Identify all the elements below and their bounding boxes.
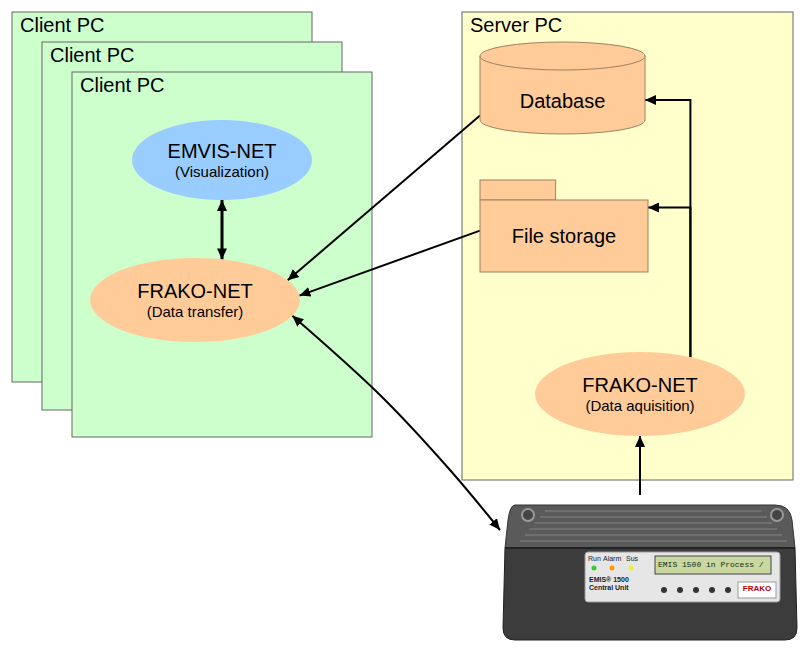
pc-panel: Client PC	[42, 42, 342, 410]
led-label: Alarm	[603, 555, 625, 563]
node-subtitle: (Visualization)	[175, 163, 269, 180]
node-title: EMVIS-NET	[168, 140, 277, 163]
cylinder-top	[480, 42, 645, 70]
central-unit: EMIS 1500 in Process /	[500, 495, 790, 645]
central-unit-illustration	[503, 505, 797, 640]
cooling-fins	[520, 511, 787, 541]
led	[592, 566, 597, 571]
data-flow-arrow	[299, 231, 480, 296]
node-title: FRAKO-NET	[582, 374, 698, 397]
data-flow-arrow	[221, 200, 224, 259]
software-ellipse: EMVIS-NET(Visualization)	[132, 120, 312, 200]
brand-logo: FRAKO	[738, 585, 776, 594]
led-label: Sus	[626, 555, 642, 563]
folder-tab	[480, 180, 556, 200]
logo-plate	[738, 582, 776, 598]
node-subtitle: (Data transfer)	[147, 303, 244, 320]
node-title: EMIS 1500 in Process /	[658, 556, 770, 574]
database-cylinder-outline	[480, 42, 645, 134]
panel-background	[462, 12, 793, 480]
device-seam	[505, 547, 795, 549]
node-title: File storage	[512, 225, 617, 248]
folder-shape: File storage	[480, 180, 648, 272]
panel-title: Client PC	[12, 12, 112, 39]
data-flow-arrow	[292, 316, 500, 530]
pc-panel: DatabaseFile storageFRAKO-NET(Data aquis…	[462, 12, 793, 480]
pc-panel: EMVIS-NET(Visualization) FRAKO-NET(Data t…	[72, 72, 372, 437]
device-top	[505, 505, 795, 548]
node-title: Database	[520, 90, 606, 113]
device-body	[503, 548, 797, 640]
device-model: EMIS® 1500 Central Unit	[589, 576, 647, 591]
database-cylinder: Database	[480, 42, 645, 134]
panel-title: Server PC	[462, 12, 570, 39]
ellipse-fill	[132, 120, 312, 200]
buttons	[661, 587, 731, 593]
front-panel	[585, 552, 780, 602]
ellipse-fill	[535, 352, 745, 436]
node-title: FRAKO-NET	[137, 280, 253, 303]
panel-title: Client PC	[72, 72, 172, 99]
data-flow-arrow	[645, 100, 690, 357]
data-flow-arrow	[288, 116, 480, 281]
panel-title: Client PC	[42, 42, 142, 69]
software-ellipse: FRAKO-NET(Data aquisition)	[535, 352, 745, 436]
node-subtitle: (Data aquisition)	[585, 397, 694, 414]
led-label: Run	[588, 555, 604, 563]
led	[629, 566, 634, 571]
software-ellipse: FRAKO-NET(Data transfer)	[90, 258, 300, 342]
panel-background	[72, 72, 372, 437]
data-flow-arrow	[639, 436, 641, 495]
data-flow-arrow	[648, 208, 690, 358]
led	[610, 566, 615, 571]
folder-body	[480, 200, 648, 272]
ellipse-fill	[90, 258, 300, 342]
lcd-display	[655, 556, 771, 574]
